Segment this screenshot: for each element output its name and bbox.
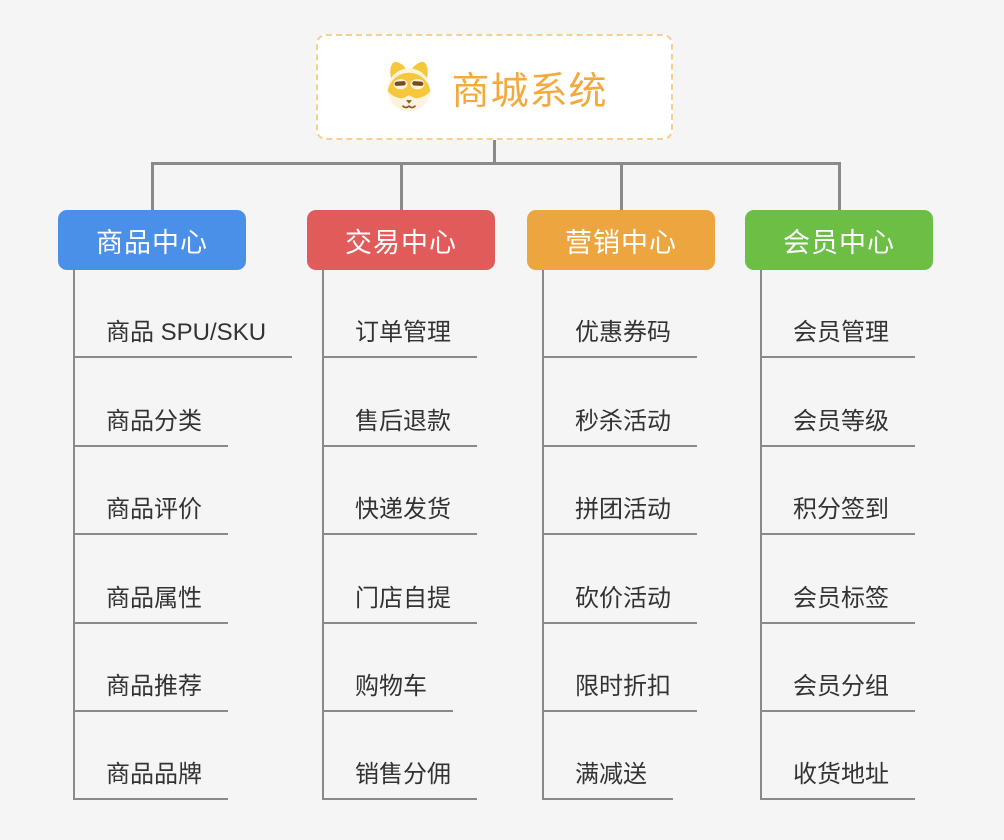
branch-column-2: 订单管理售后退款快递发货门店自提购物车销售分佣 xyxy=(322,270,477,801)
branch-header-2[interactable]: 交易中心 xyxy=(307,210,495,270)
child-node[interactable]: 商品品牌 xyxy=(75,712,228,801)
child-node[interactable]: 订单管理 xyxy=(324,270,477,359)
root-node[interactable]: 商城系统 xyxy=(316,34,673,140)
child-node[interactable]: 满减送 xyxy=(544,712,673,801)
child-node[interactable]: 购物车 xyxy=(324,624,453,712)
branch-header-4[interactable]: 会员中心 xyxy=(745,210,933,270)
child-node[interactable]: 收货地址 xyxy=(762,712,915,801)
child-node[interactable]: 门店自提 xyxy=(324,535,477,624)
branch-column-3: 优惠券码秒杀活动拼团活动砍价活动限时折扣满减送 xyxy=(542,270,697,801)
branch-drop-line xyxy=(150,162,154,210)
branch-drop-line xyxy=(619,162,623,210)
child-node[interactable]: 会员标签 xyxy=(762,535,915,624)
child-node[interactable]: 拼团活动 xyxy=(544,447,697,536)
root-stub-line xyxy=(493,140,496,162)
horizontal-connector-line xyxy=(150,162,841,165)
child-node[interactable]: 积分签到 xyxy=(762,447,915,536)
child-node[interactable]: 售后退款 xyxy=(324,358,477,447)
root-title: 商城系统 xyxy=(451,70,608,113)
child-node[interactable]: 商品 SPU/SKU xyxy=(75,270,293,359)
child-node[interactable]: 快递发货 xyxy=(324,447,477,536)
child-node[interactable]: 会员管理 xyxy=(762,270,915,359)
child-node[interactable]: 秒杀活动 xyxy=(544,358,697,447)
child-node[interactable]: 会员分组 xyxy=(762,624,915,712)
branch-drop-line xyxy=(837,162,841,210)
child-node[interactable]: 限时折扣 xyxy=(544,624,697,712)
dog-icon xyxy=(381,59,437,115)
branch-column-4: 会员管理会员等级积分签到会员标签会员分组收货地址 xyxy=(760,270,915,801)
child-node[interactable]: 会员等级 xyxy=(762,358,915,447)
child-node[interactable]: 销售分佣 xyxy=(324,712,477,801)
child-node[interactable]: 商品属性 xyxy=(75,535,228,624)
child-node[interactable]: 商品分类 xyxy=(75,358,228,447)
branch-header-3[interactable]: 营销中心 xyxy=(527,210,715,270)
child-node[interactable]: 商品推荐 xyxy=(75,624,228,712)
branch-drop-line xyxy=(399,162,403,210)
child-node[interactable]: 商品评价 xyxy=(75,447,228,536)
child-node[interactable]: 砍价活动 xyxy=(544,535,697,624)
branch-header-1[interactable]: 商品中心 xyxy=(58,210,246,270)
child-node[interactable]: 优惠券码 xyxy=(544,270,697,359)
